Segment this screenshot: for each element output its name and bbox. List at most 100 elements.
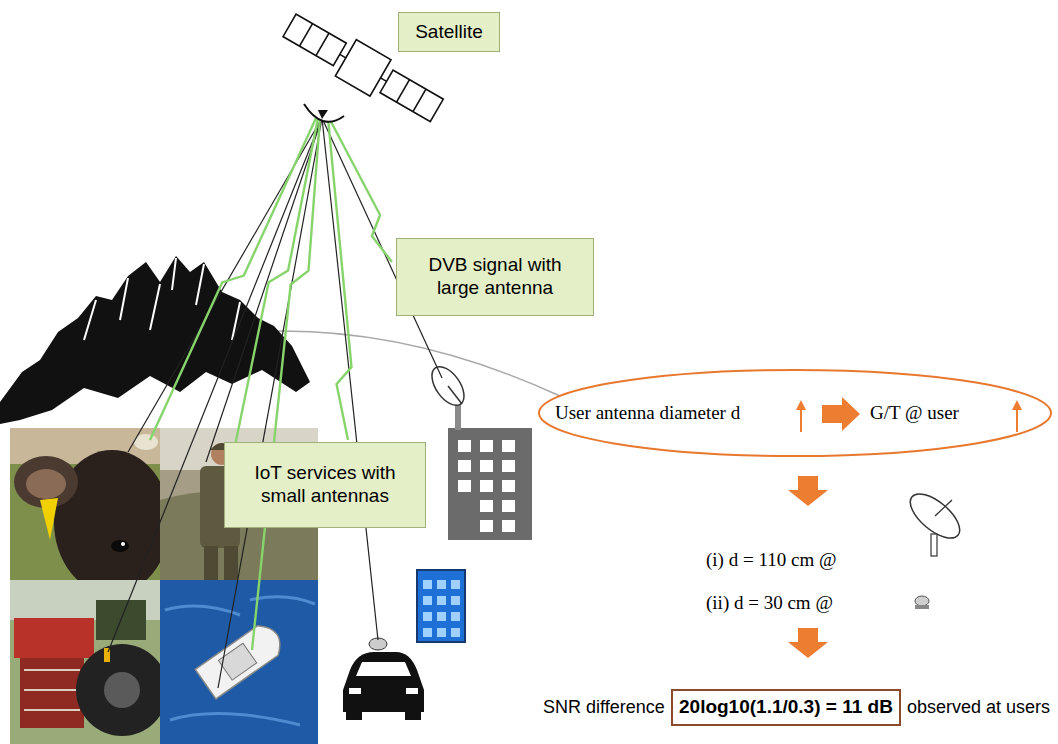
iot-label-box: IoT services with small antennas [224, 442, 426, 528]
office-building-part [458, 460, 471, 472]
satellite-label-box: Satellite [398, 12, 500, 52]
satellite-icon-part-part [300, 24, 313, 47]
satellite-icon-part-part [380, 78, 386, 82]
car-icon-part [356, 662, 411, 676]
orange-arrows-part [788, 628, 828, 658]
node-text: G/T @ user [870, 402, 959, 424]
boat-photo [160, 580, 318, 744]
large-dish-icon-part [931, 534, 937, 556]
boat-photo-part [160, 580, 318, 744]
antenna-case-label: (i) d = 110 cm @ [706, 549, 836, 571]
lightning-links-part [252, 118, 320, 650]
boat-photo-part-part [195, 619, 287, 698]
satellite-icon-part [318, 110, 328, 119]
office-building-part [448, 386, 462, 404]
small-antenna-icon-part [915, 605, 929, 609]
office-building-part [502, 520, 515, 532]
office-building-part [455, 404, 461, 430]
snr-result-box: 20log10(1.1/0.3) = 11 dB [671, 689, 901, 726]
blue-building-part [423, 580, 432, 589]
node-text: IoT services with small antennas [235, 462, 415, 508]
node-text: User antenna diameter d [555, 402, 740, 424]
blue-building-part [423, 612, 432, 621]
office-building-part [458, 440, 471, 452]
car-icon-part [346, 710, 362, 720]
car-icon-part [405, 710, 421, 720]
blue-building [417, 570, 465, 642]
car-icon-part [349, 688, 361, 694]
tractor-photo [10, 580, 168, 744]
cow-photo-part [111, 540, 129, 552]
lightning-links-part [328, 116, 392, 262]
office-building-part [458, 480, 471, 492]
office-building [426, 361, 532, 540]
blue-building-part [451, 580, 460, 589]
ellipse-outline [539, 370, 1051, 456]
satellite-icon-part-part [340, 54, 346, 58]
office-building-part [480, 440, 493, 452]
car-icon [343, 638, 424, 720]
antenna-case-label: (ii) d = 30 cm @ [706, 592, 833, 614]
lightning-links-part [230, 118, 318, 470]
office-building-part [502, 480, 515, 492]
orange-arrows-part [796, 400, 806, 410]
blue-building-part [437, 612, 446, 621]
tractor-photo-part [104, 672, 140, 708]
cow-photo [10, 428, 170, 594]
cow-photo-part [26, 469, 66, 499]
small-antenna-icon-part [915, 596, 929, 606]
soldier-photo-part [224, 546, 238, 580]
office-building-part [480, 500, 493, 512]
office-building-part [502, 440, 515, 452]
gt-relation-ellipse: User antenna diameter d G/T @ user [536, 368, 1056, 458]
orange-arrows-part [1012, 400, 1022, 410]
satellite-icon-part-part [283, 14, 346, 66]
blue-building-part [417, 570, 465, 642]
office-building-part [480, 480, 493, 492]
tractor-photo-part [20, 658, 84, 728]
snr-caption-text: SNR difference [543, 696, 665, 718]
tractor-photo-part [14, 618, 94, 658]
orange-arrows-part [788, 476, 828, 506]
boat-photo-part [165, 597, 315, 725]
office-building-part [480, 460, 493, 472]
blue-building-part [451, 612, 460, 621]
satellite-icon-part-part [380, 70, 443, 122]
large-dish-icon-part [935, 500, 952, 516]
satellite-icon-part-part [396, 80, 409, 103]
blue-building-part [423, 596, 432, 605]
blue-building-part [437, 580, 446, 589]
dvb-label-box: DVB signal with large antenna [396, 238, 594, 316]
orange-arrows [788, 397, 1022, 658]
node-text: 20log10(1.1/0.3) = 11 dB [679, 696, 893, 719]
office-building-part [448, 428, 532, 540]
tractor-photo-part [24, 670, 80, 710]
signal-rays [108, 118, 442, 688]
orange-arrows-part [800, 408, 802, 432]
mountains [0, 256, 310, 424]
snr-caption-text: observed at users [907, 696, 1050, 718]
blue-building-part [451, 596, 460, 605]
signal-rays-part [108, 118, 322, 652]
blue-building-part [437, 596, 446, 605]
satellite-icon-part-part [413, 89, 426, 112]
signal-rays-part [206, 118, 322, 462]
satellite-icon-part [304, 104, 344, 122]
tractor-photo-part [76, 644, 168, 736]
mountains-part [0, 256, 310, 424]
signal-rays-part [218, 118, 322, 688]
office-building-part [502, 500, 515, 512]
signal-rays-part [128, 118, 322, 452]
blue-building-part [451, 628, 460, 637]
lightning-links [150, 116, 392, 650]
large-dish-icon [903, 486, 967, 556]
car-icon-part [406, 688, 418, 694]
soldier-photo-part [204, 546, 218, 580]
orange-arrows-part [1016, 408, 1018, 432]
satellite-icon-part-part [316, 33, 329, 56]
orange-arrows-part [822, 397, 860, 431]
node-text: DVB signal with large antenna [407, 254, 583, 300]
office-building-part [502, 460, 515, 472]
